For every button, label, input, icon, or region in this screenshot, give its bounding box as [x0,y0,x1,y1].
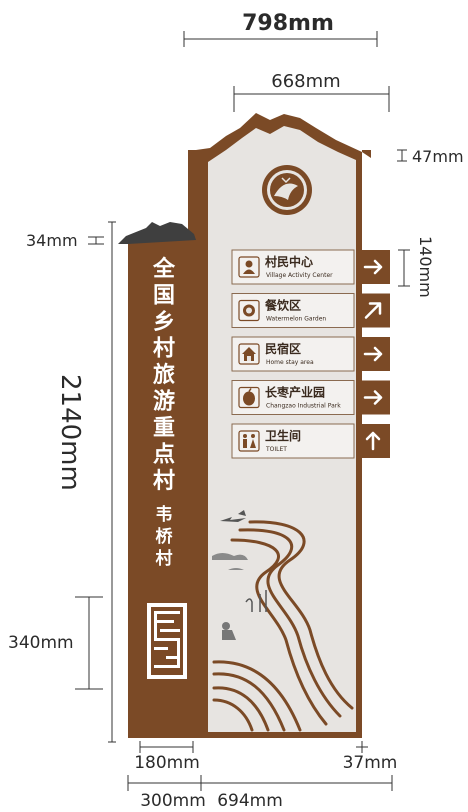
jujube-icon [238,386,260,409]
sign-arrow-box [356,293,390,328]
title-char: 村 [153,469,175,494]
sign-label-cn: 村民中心 [265,254,313,269]
arrow-up-right-icon [364,302,382,319]
left-column-village-name: 韦桥村 [156,504,174,569]
arrow-right-icon [363,390,383,405]
dim-bottom-left: 300mm [140,791,206,811]
village-char: 桥 [156,527,174,547]
sign-item: 餐饮区 Watermelon Garden [231,293,390,328]
title-char: 游 [153,389,175,415]
dim-cap-left: 34mm [26,231,78,250]
sign-arrow-box [356,250,390,284]
arrow-up-icon [365,431,381,451]
sign-item: 村民中心 Village Activity Center [231,249,390,285]
dim-top-total: 798mm [242,11,334,36]
sign-label-cn: 餐饮区 [265,298,301,313]
sign-label-en: Changzao Industrial Park [266,403,341,410]
dimension-lines [75,31,410,791]
house-icon [238,343,260,365]
dim-item-height: 140mm [416,236,435,298]
sign-label-cn: 卫生间 [265,428,301,443]
sign-label-en: Village Activity Center [266,272,333,279]
dim-left-width: 180mm [134,753,200,773]
dim-cap-right: 47mm [412,147,464,166]
title-char: 乡 [153,310,175,335]
terrace-wave-illustration [212,520,354,732]
sign-item: 卫生间 TOILET [231,423,390,459]
title-char: 全 [152,256,176,282]
left-column [118,222,196,738]
farmer-icon [222,622,236,640]
dim-base-height: 340mm [8,633,74,653]
village-char: 韦 [156,504,173,525]
sign-label-en: TOILET [265,446,287,453]
sign-label-cn: 民宿区 [265,341,301,356]
cloud-icon [212,553,248,570]
arrow-right-icon [363,259,383,275]
dim-bottom-right: 694mm [217,791,283,811]
left-column-cap [118,222,196,244]
village-char: 村 [156,548,173,569]
sign-label-cn: 长枣产业园 [265,385,325,400]
arrow-right-icon [363,346,383,362]
sign-arrow-box [356,380,390,415]
title-char: 点 [153,442,175,468]
sign-item: 长枣产业园 Changzao Industrial Park [231,380,390,415]
sign-item: 民宿区 Home stay area [231,336,390,372]
sign-arrow-box [356,424,390,458]
dim-total-height: 2140mm [55,374,85,491]
toilet-icon [238,430,260,452]
bird-icon [220,510,246,522]
title-char: 重 [153,416,175,441]
title-char: 村 [153,337,175,362]
dim-top-panel: 668mm [271,71,340,92]
heron-icon [245,590,267,612]
sign-label-en: Home stay area [266,359,314,366]
village-emblem [262,165,312,215]
sign-card [231,423,355,459]
villager-icon [238,256,260,278]
direction-signs: 村民中心 Village Activity Center 餐饮区 Watermelon… [231,249,390,459]
title-char: 国 [153,284,175,309]
sign-card [231,249,355,285]
dining-icon [238,299,260,322]
dim-right-margin: 37mm [343,753,398,773]
sign-label-en: Watermelon Garden [266,316,326,323]
title-char: 旅 [153,362,175,388]
maze-seal [147,603,187,679]
sign-arrow-box [356,337,390,371]
